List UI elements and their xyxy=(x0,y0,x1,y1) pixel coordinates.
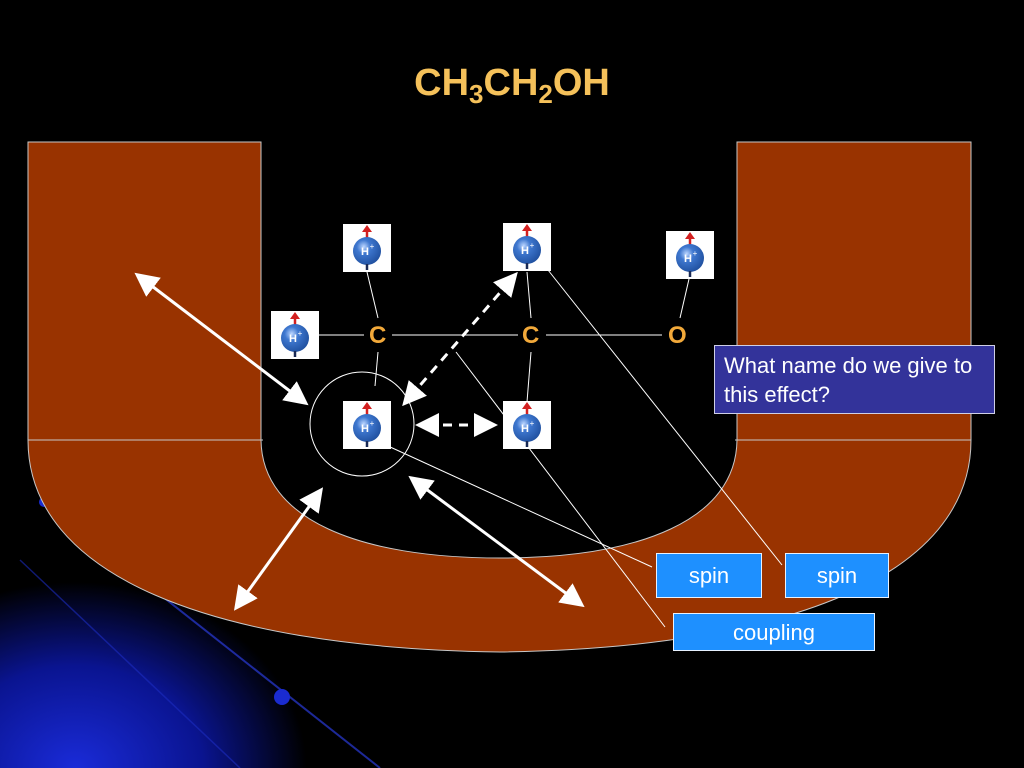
bond-lines xyxy=(318,271,690,403)
svg-text:H: H xyxy=(361,246,369,258)
svg-text:+: + xyxy=(530,241,535,250)
dashed-double-arrow xyxy=(402,271,518,407)
hydrogen-spin-icon: H+ xyxy=(666,231,714,279)
hydrogen-spin-icon: H+ xyxy=(343,401,391,449)
svg-text:H: H xyxy=(361,423,369,435)
double-arrow xyxy=(408,475,585,608)
page-title: CH3CH2OH xyxy=(414,62,610,109)
svg-text:+: + xyxy=(530,419,535,428)
hydrogen-spin-icon: H+ xyxy=(503,223,551,271)
svg-text:+: + xyxy=(370,419,375,428)
highlight-circle xyxy=(309,371,415,477)
svg-text:+: + xyxy=(370,242,375,251)
atom-label-carbon: C xyxy=(369,322,387,349)
svg-text:+: + xyxy=(298,329,303,338)
svg-text:H: H xyxy=(289,333,297,345)
double-arrow xyxy=(233,487,324,611)
coupling-label: coupling xyxy=(673,613,875,651)
svg-text:H: H xyxy=(521,245,529,257)
atom-label-carbon: C xyxy=(522,322,540,349)
hydrogen-spin-icon: H+ xyxy=(503,401,551,449)
hydrogen-spin-icon: H+ xyxy=(271,311,319,359)
question-callout: What name do we give to this effect? xyxy=(714,345,995,414)
spin-label: spin xyxy=(656,553,762,598)
double-arrow xyxy=(134,272,309,406)
svg-text:+: + xyxy=(693,249,698,258)
svg-text:H: H xyxy=(684,253,692,265)
svg-text:H: H xyxy=(521,423,529,435)
hydrogen-spin-icon: H+ xyxy=(343,224,391,272)
decor-dot xyxy=(274,689,290,705)
atom-label-oxygen: O xyxy=(668,322,687,349)
spin-label: spin xyxy=(785,553,889,598)
